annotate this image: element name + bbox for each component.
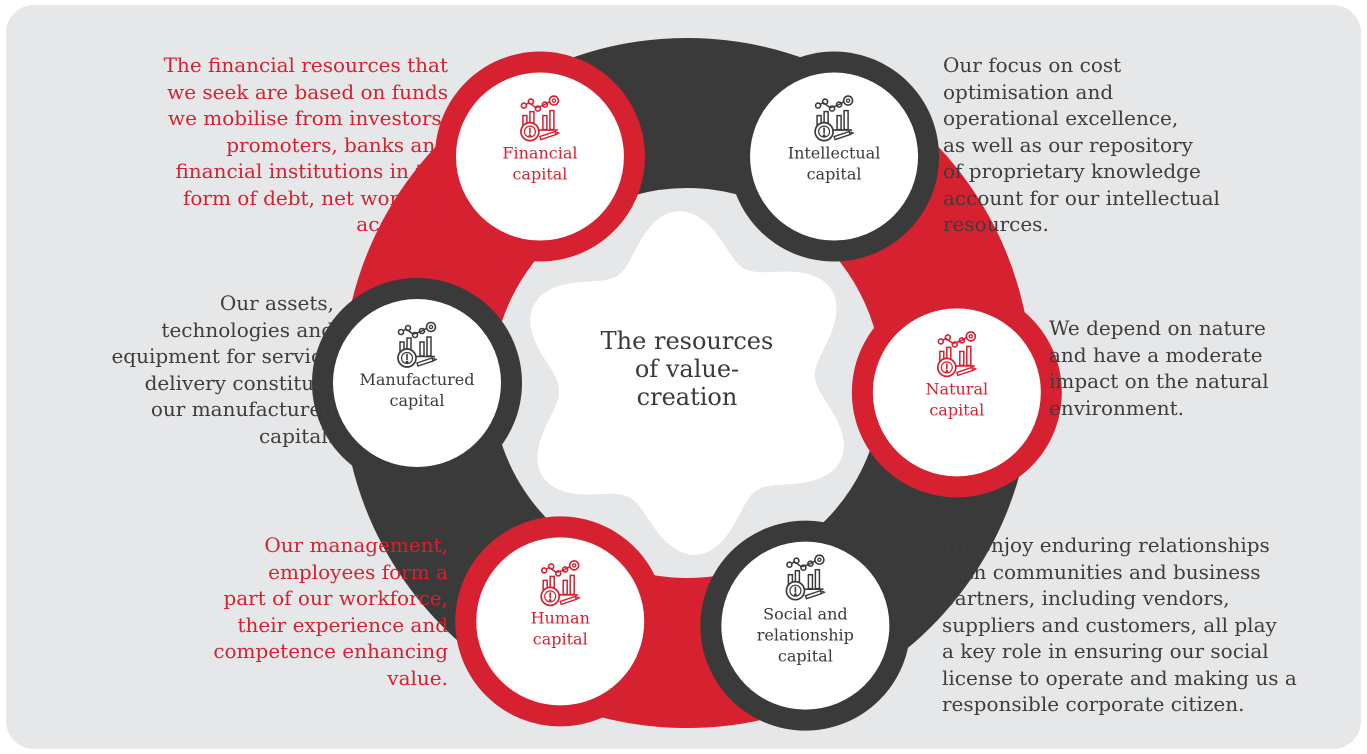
- capital-node-intellectual: Intellectual capital: [729, 51, 940, 262]
- capital-node-manufactured: Manufactured capital: [312, 278, 522, 488]
- description-line: We enjoy enduring relationships: [942, 533, 1270, 557]
- capital-node-financial: Financial capital: [434, 51, 645, 262]
- description-line: partners, including vendors,: [942, 586, 1230, 610]
- center-shape: [530, 211, 844, 555]
- capital-node-social: Social and relationship capital: [700, 520, 911, 731]
- description-line: accruals.: [356, 212, 448, 236]
- description-line: their experience and: [237, 612, 449, 637]
- capital-inner-circle: [333, 299, 501, 467]
- description-line: employees form a: [268, 559, 448, 584]
- capital-inner-circle: [455, 72, 624, 241]
- description-line: delivery constitute: [144, 370, 334, 395]
- center-title-line: creation: [637, 383, 738, 411]
- description-line: Our management,: [264, 533, 448, 557]
- capital-label-line: Financial: [502, 144, 577, 163]
- capital-label-line: capital: [533, 629, 588, 648]
- capital-label-line: Natural: [926, 379, 989, 398]
- capital-label-intellectual: Intellectual capital: [788, 144, 881, 184]
- capital-inner-circle: [721, 541, 890, 710]
- description-line: a key role in ensuring our social: [942, 639, 1269, 663]
- description-line: part of our workforce,: [223, 586, 448, 610]
- description-line: account for our intellectual: [943, 185, 1220, 210]
- description-line: form of debt, net worth or: [182, 185, 448, 210]
- description-line: Our assets,: [219, 291, 334, 315]
- capital-label-line: capital: [778, 647, 833, 666]
- description-line: capital.: [258, 423, 334, 448]
- description-line: competence enhancing: [213, 639, 448, 663]
- capital-label-financial: Financial capital: [502, 144, 577, 184]
- description-line: The financial resources that: [163, 53, 448, 77]
- description-line: promoters, banks and: [226, 132, 448, 157]
- description-line: we seek are based on funds: [167, 79, 448, 104]
- capital-label-line: Social and: [763, 605, 848, 624]
- description-line: license to operate and making us a: [942, 665, 1297, 690]
- description-line: we mobilise from investors,: [167, 106, 448, 130]
- capital-inner-circle: [476, 537, 645, 706]
- description-line: impact on the natural: [1049, 369, 1269, 393]
- description-line: our manufactured: [150, 397, 334, 421]
- description-line: operational excellence,: [943, 106, 1179, 130]
- description-line: resources.: [943, 212, 1049, 236]
- capital-label-line: capital: [390, 391, 445, 410]
- description-line: technologies and: [161, 317, 334, 342]
- description-line: environment.: [1049, 395, 1184, 420]
- capital-inner-circle: [872, 308, 1041, 477]
- description-line: and have a moderate: [1049, 342, 1263, 367]
- description-line: with communities and business: [942, 559, 1261, 584]
- description-line: responsible corporate citizen.: [942, 692, 1245, 716]
- description-line: financial institutions in the: [175, 159, 448, 183]
- capital-inner-circle: [750, 72, 919, 241]
- description-line: equipment for service: [111, 344, 334, 368]
- capital-label-natural: Natural capital: [926, 379, 989, 419]
- description-line: as well as our repository: [943, 132, 1193, 157]
- capital-label-line: Manufactured: [359, 370, 474, 389]
- description-line: optimisation and: [943, 79, 1114, 104]
- description-line: value.: [387, 665, 448, 690]
- capital-label-human: Human capital: [531, 608, 590, 648]
- center-title-line: of value-: [635, 355, 739, 383]
- capital-label-manufactured: Manufactured capital: [359, 370, 474, 410]
- center-title-line: The resources: [601, 327, 774, 355]
- capital-label-line: Intellectual: [788, 144, 881, 163]
- description-line: of proprietary knowledge: [943, 159, 1201, 183]
- capital-label-line: relationship: [757, 626, 854, 645]
- description-line: Our focus on cost: [943, 53, 1122, 77]
- capital-node-natural: Natural capital: [851, 287, 1062, 498]
- description-line: We depend on nature: [1049, 316, 1266, 340]
- capital-label-line: capital: [512, 165, 567, 184]
- capital-node-human: Human capital: [455, 516, 666, 727]
- description-line: suppliers and customers, all play: [942, 612, 1277, 637]
- capital-label-social: Social and relationship capital: [757, 605, 854, 666]
- capital-label-line: Human: [531, 608, 590, 627]
- capital-label-line: capital: [807, 165, 862, 184]
- capital-label-line: capital: [929, 400, 984, 419]
